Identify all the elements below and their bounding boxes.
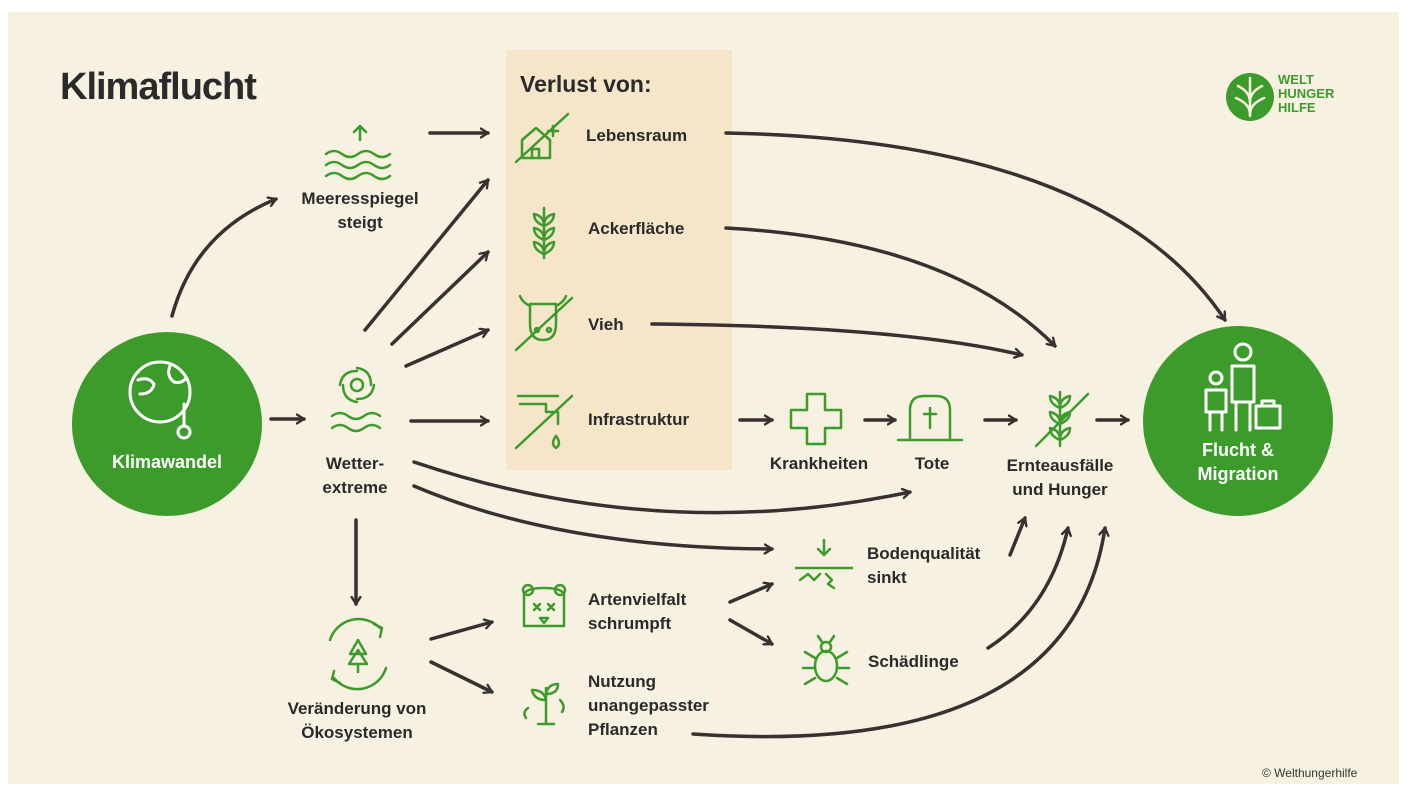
cow-crossed-icon [514,294,574,352]
oekosysteme-label-line2: Ökosystemen [301,723,413,742]
arrow-klima-meer [170,199,278,318]
ernte-label-line2: und Hunger [1012,480,1108,499]
loss-box [506,50,732,470]
arten-label: Artenvielfalt schrumpft [588,588,686,636]
boden-label-line1: Bodenqualität [867,544,981,563]
meeresspiegel-label-line1: Meeresspiegel [301,189,419,208]
arrow-oeko-nutzung [429,660,494,692]
plant-icon [523,682,565,726]
storm-waves-icon [330,366,382,433]
arrow-arten-schaed [728,618,774,646]
arten-label-line2: schrumpft [588,614,672,633]
vieh-label: Vieh [588,315,624,334]
family-luggage-icon [1204,342,1282,432]
house-crossed-icon [514,112,570,164]
gravestone-icon [896,394,964,442]
arrow-oeko-arten [429,622,494,641]
boden-label-line2: sinkt [867,568,907,587]
wetter-label-line1: Wetter- [325,454,385,473]
oekosysteme-label-line1: Veränderung von [287,699,427,718]
arrow-arten-boden [728,584,774,604]
ackerflaeche-label: Ackerfläche [588,219,685,238]
arrow-vieh-ernte [650,322,1024,355]
wheat-crossed-icon [1034,390,1090,448]
bug-icon [801,634,851,686]
arrow-schaed-ernte [986,526,1068,650]
arrow-lebensraum-flucht [724,131,1227,322]
copyright: © Welthungerhilfe [1262,766,1358,780]
logo-line3: HILFE [1278,100,1316,115]
soil-quality-icon [794,538,854,590]
tote-label: Tote [914,454,950,473]
wheat-icon [532,206,556,260]
meeresspiegel-label-line2: steigt [337,213,383,232]
sea-level-rise-icon [324,124,392,181]
nutzung-label-line2: unangepasster [588,696,709,715]
nutzung-label-line3: Pflanzen [588,720,658,739]
flucht-label-line1: Flucht & [1202,440,1274,460]
boden-label: Bodenqualität sinkt [867,542,980,590]
ecosystem-cycle-icon [328,617,388,691]
arten-label-line1: Artenvielfalt [588,590,687,609]
arrow-nutzung-ernte [691,526,1105,739]
arrow-wetter-boden [412,484,774,549]
nutzung-label-line1: Nutzung [588,672,656,691]
klimawandel-label: Klimawandel [111,452,223,472]
arrow-wetter-acker [390,250,490,346]
ernte-label-line1: Ernteausfälle [1006,456,1114,475]
arrow-boden-ernte [1008,516,1025,557]
wetter-label: Wetter- extreme [300,452,410,500]
arrow-wetter-tote [412,460,912,515]
ernte-label: Ernteausfälle und Hunger [985,454,1135,502]
krankheiten-label: Krankheiten [769,454,869,473]
lebensraum-label: Lebensraum [586,126,688,145]
nutzung-label: Nutzung unangepasster Pflanzen [588,670,709,742]
infrastructure-crossed-icon [514,394,574,450]
flucht-label-line2: Migration [1197,464,1279,484]
arrow-wetter-lebensraum [363,178,490,332]
infrastruktur-label: Infrastruktur [588,410,690,429]
schaedlinge-label: Schädlinge [868,652,959,671]
wetter-label-line2: extreme [322,478,388,497]
bear-icon [521,583,567,628]
oekosysteme-label: Veränderung von Ökosystemen [262,697,452,745]
logo-line2: HUNGER [1278,86,1335,101]
arrow-acker-ernte [724,226,1057,348]
welthungerhilfe-logo-icon [1226,73,1274,121]
meeresspiegel-label: Meeresspiegel steigt [270,187,450,235]
globe-thermometer-icon [128,360,192,440]
logo-line1: WELT [1278,72,1314,87]
page-title: Klimaflucht [60,66,257,108]
medical-cross-icon [789,392,843,446]
arrows [170,131,1227,739]
flucht-label: Flucht & Migration [1143,438,1333,486]
logo-text: WELT HUNGER HILFE [1278,73,1334,115]
loss-header: Verlust von: [520,71,652,97]
arrow-wetter-vieh [404,330,490,368]
